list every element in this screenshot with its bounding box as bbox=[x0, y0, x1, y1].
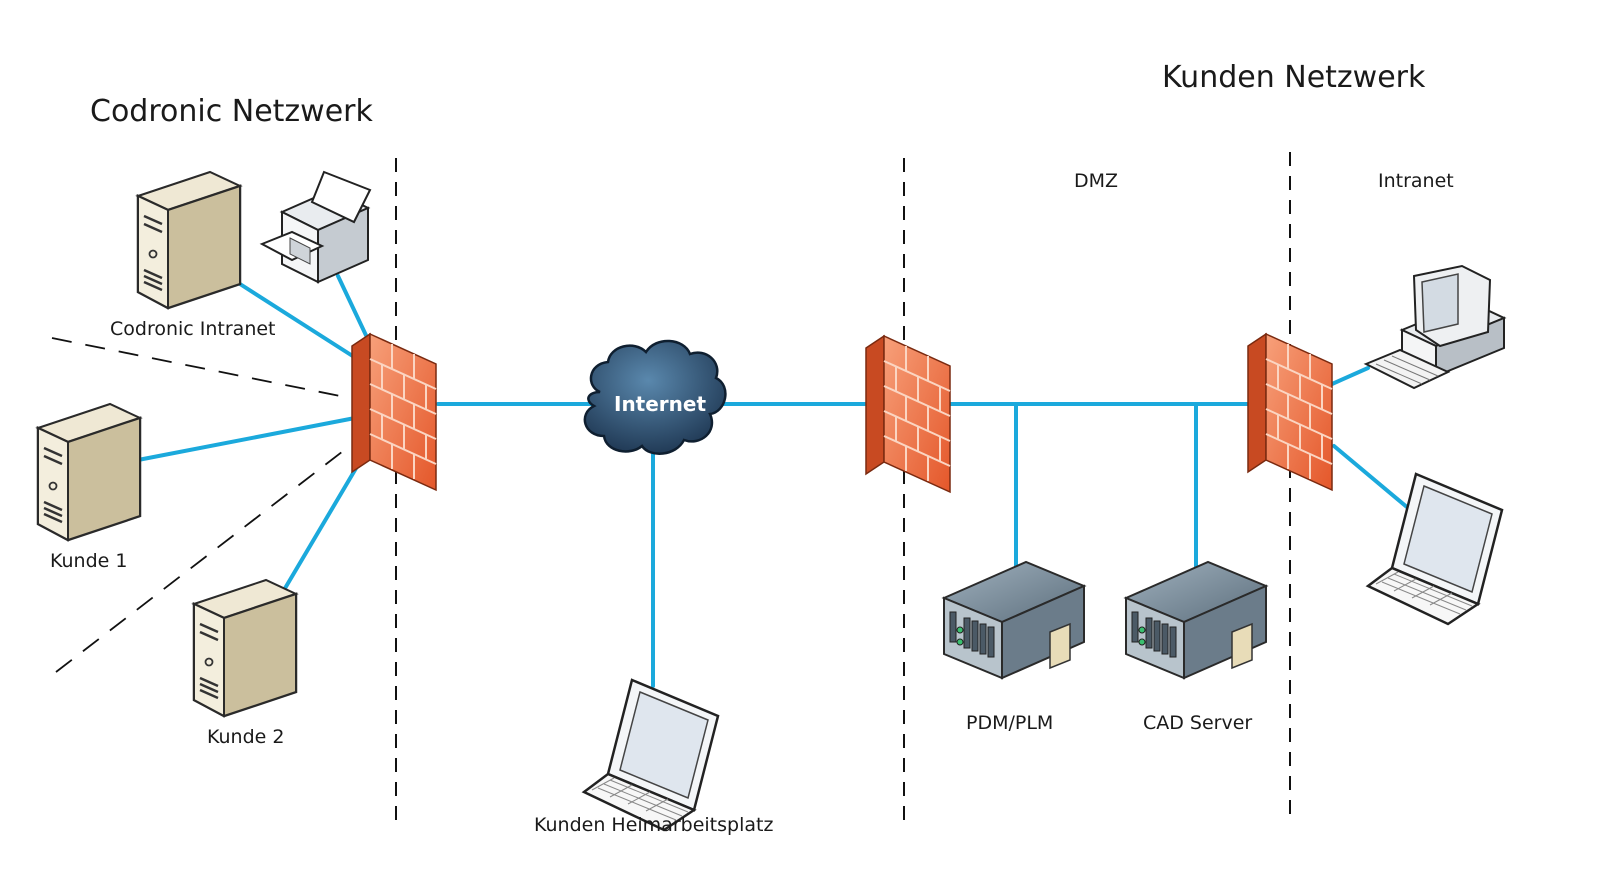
zone-label-dmz: DMZ bbox=[1074, 170, 1119, 192]
customer-network-title: Kunden Netzwerk bbox=[1162, 60, 1426, 95]
network-links bbox=[136, 274, 1422, 688]
link-firewall3-laptop bbox=[1332, 444, 1422, 520]
cad-server-icon bbox=[1125, 561, 1267, 679]
firewall-codronic-icon bbox=[351, 333, 437, 491]
intranet-laptop-icon bbox=[1366, 472, 1504, 626]
kunde2-server-icon bbox=[192, 578, 298, 720]
label-kunde1: Kunde 1 bbox=[50, 550, 128, 572]
firewall-intranet-icon bbox=[1247, 333, 1333, 491]
link-kunde1-firewall bbox=[136, 416, 357, 462]
zone-separators bbox=[395, 152, 1291, 830]
label-homeoffice: Kunden Heimarbeitsplatz bbox=[534, 814, 774, 836]
link-kunde2-firewall bbox=[282, 446, 370, 592]
desktop-pc-icon bbox=[1363, 264, 1507, 390]
label-cad-server: CAD Server bbox=[1143, 712, 1253, 734]
zone-label-intranet: Intranet bbox=[1378, 170, 1454, 192]
additional-connections bbox=[51, 337, 361, 673]
codronic-intranet-server-icon bbox=[136, 170, 242, 312]
codronic-network-title: Codronic Netzwerk bbox=[90, 94, 373, 129]
kunde1-server-icon bbox=[36, 402, 142, 544]
label-kunde2: Kunde 2 bbox=[207, 726, 285, 748]
pdm-plm-server-icon bbox=[943, 561, 1085, 679]
internet-cloud-icon bbox=[583, 339, 727, 455]
firewall-dmz-icon bbox=[865, 335, 951, 493]
link-firewall3-pc bbox=[1330, 366, 1370, 386]
homeoffice-laptop-icon bbox=[582, 678, 720, 832]
link-intranet-firewall bbox=[238, 282, 364, 364]
label-codronic-intranet: Codronic Intranet bbox=[110, 318, 276, 340]
label-pdm-plm: PDM/PLM bbox=[966, 712, 1054, 734]
label-internet: Internet bbox=[614, 392, 707, 416]
printer-icon bbox=[259, 170, 372, 284]
